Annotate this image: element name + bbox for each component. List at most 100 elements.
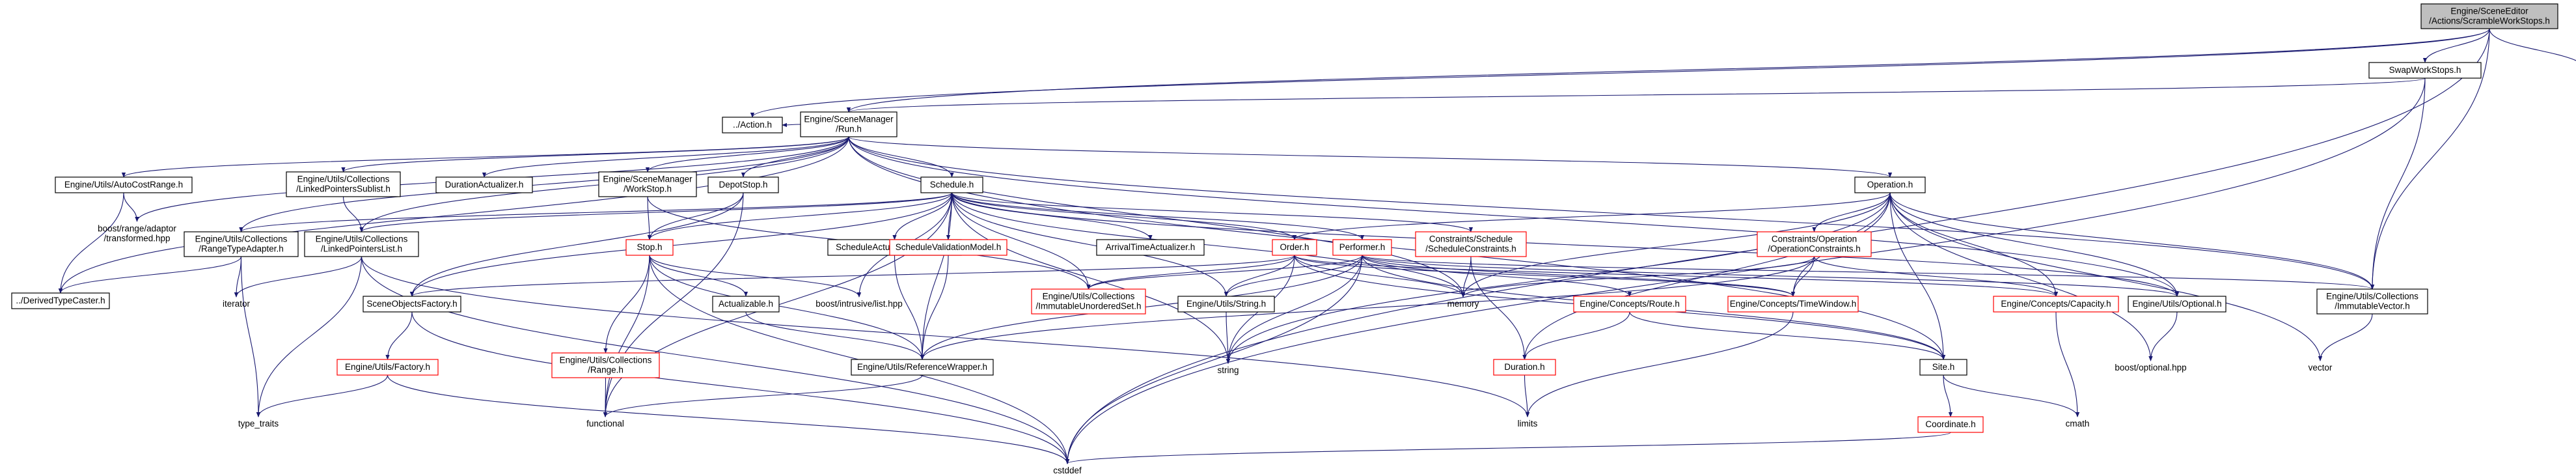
node-root[interactable]: Engine/SceneEditor/Actions/ScrambleWorkS… — [2420, 3, 2558, 29]
node-stop[interactable]: Stop.h — [625, 239, 674, 256]
node-box — [1727, 296, 1859, 313]
dependency-edge — [649, 255, 862, 298]
dependency-edge — [782, 122, 801, 128]
node-duration[interactable]: Duration.h — [1493, 359, 1556, 376]
node-route[interactable]: Engine/Concepts/Route.h — [1573, 296, 1686, 313]
node-coordinate[interactable]: Coordinate.h — [1917, 416, 1984, 433]
dependency-edge — [920, 256, 1815, 360]
node-label: vector — [2309, 363, 2333, 372]
node-run[interactable]: Engine/SceneManager/Run.h — [800, 111, 897, 137]
node-arrival[interactable]: ArrivalTimeActualizer.h — [1096, 239, 1205, 256]
dependency-edge — [951, 192, 1153, 240]
node-box — [1757, 231, 1872, 257]
node-label: boost/range/adaptor — [98, 224, 176, 234]
dependency-edge — [1294, 255, 1466, 298]
node-label: Engine/SceneEditor — [2450, 7, 2528, 16]
node-schedule[interactable]: Schedule.h — [920, 176, 983, 193]
node-label: cstddef — [1053, 466, 1082, 475]
node-operation[interactable]: Operation.h — [1854, 176, 1926, 193]
node-schedcons[interactable]: Constraints/Schedule/ScheduleConstraints… — [1415, 231, 1527, 257]
node-box — [889, 239, 1007, 256]
dependency-edge — [256, 374, 389, 417]
dependency-edge — [848, 136, 2180, 297]
node-label: Engine/Concepts/Route.h — [1580, 299, 1680, 309]
node-immvec[interactable]: Engine/Utils/Collections/ImmutableVector… — [2316, 288, 2428, 315]
node-site[interactable]: Site.h — [1919, 359, 1967, 376]
dependency-edge — [894, 255, 925, 360]
dependency-edge — [341, 136, 849, 173]
dependency-edge — [1943, 374, 2080, 417]
node-derived[interactable]: ../DerivedTypeCaster.h — [11, 292, 110, 309]
node-box — [363, 296, 461, 313]
node-box — [2420, 3, 2558, 29]
dependency-edge — [892, 192, 953, 240]
node-box — [551, 352, 660, 378]
dependency-edge — [649, 255, 748, 297]
node-label: ArrivalTimeActualizer.h — [1106, 242, 1196, 252]
node-label: Duration.h — [1504, 362, 1544, 372]
node-depot[interactable]: DepotStop.h — [707, 176, 779, 193]
dependency-edge — [741, 136, 849, 178]
dependency-edge — [603, 374, 923, 417]
node-label: Engine/Utils/Factory.h — [345, 362, 430, 372]
node-timewin[interactable]: Engine/Concepts/TimeWindow.h — [1727, 296, 1859, 313]
dependency-edge — [1813, 256, 2059, 297]
dependency-edge — [2148, 311, 2178, 361]
node-label: Engine/Utils/Optional.h — [2132, 299, 2221, 309]
node-actualizable[interactable]: Actualizable.h — [712, 296, 780, 313]
node-label: /ImmutableVector.h — [2335, 301, 2410, 311]
node-sof[interactable]: SceneObjectsFactory.h — [363, 296, 461, 313]
node-label: Constraints/Schedule — [1429, 234, 1513, 244]
node-label: Coordinate.h — [1925, 419, 1975, 429]
node-cstddef: cstddef — [1053, 466, 1082, 475]
dependency-edge — [647, 192, 744, 240]
node-box — [435, 176, 533, 193]
node-autocost[interactable]: Engine/Utils/AutoCostRange.h — [55, 176, 193, 193]
node-label: Engine/Concepts/TimeWindow.h — [1730, 299, 1857, 309]
node-workstop[interactable]: Engine/SceneManager/WorkStop.h — [598, 171, 697, 197]
dependency-edge — [1362, 255, 1796, 297]
dependency-edge — [123, 192, 139, 222]
node-performer[interactable]: Performer.h — [1332, 239, 1392, 256]
node-box — [1096, 239, 1205, 256]
dependency-edge — [239, 136, 849, 232]
dependency-edge — [1294, 255, 2058, 297]
node-schedval[interactable]: ScheduleValidationModel.h — [889, 239, 1007, 256]
dependency-edge — [1522, 192, 1891, 360]
node-lpsub[interactable]: Engine/Utils/Collections/LinkedPointersS… — [286, 171, 401, 197]
dependency-edge — [1226, 192, 1891, 364]
node-optional[interactable]: Engine/Utils/Optional.h — [2128, 296, 2227, 313]
dependency-edge — [1086, 255, 1363, 290]
node-swap[interactable]: SwapWorkStops.h — [2368, 62, 2482, 79]
node-urange[interactable]: Engine/Utils/Collections/Range.h — [551, 352, 660, 378]
node-duract[interactable]: DurationActualizer.h — [435, 176, 533, 193]
node-label: /LinkedPointersSublist.h — [296, 184, 391, 194]
node-factory[interactable]: Engine/Utils/Factory.h — [336, 359, 439, 376]
node-label: DurationActualizer.h — [445, 180, 524, 189]
node-label: limits — [1518, 419, 1538, 428]
node-ustring[interactable]: Engine/Utils/String.h — [1177, 296, 1275, 313]
node-vector: vector — [2309, 363, 2333, 372]
node-order[interactable]: Order.h — [1272, 239, 1317, 256]
node-label: Engine/Utils/String.h — [1186, 299, 1266, 309]
node-refwrap[interactable]: Engine/Utils/ReferenceWrapper.h — [851, 359, 994, 376]
node-box — [2368, 62, 2482, 79]
dependency-edge — [603, 255, 650, 354]
dependency-edge — [58, 136, 849, 294]
node-label: Engine/Utils/AutoCostRange.h — [64, 180, 183, 189]
dependency-edge — [951, 192, 1473, 232]
node-string: string — [1217, 365, 1239, 375]
node-lplist[interactable]: Engine/Utils/Collections/LinkedPointersL… — [304, 231, 419, 257]
node-label: Performer.h — [1339, 242, 1386, 252]
node-immset[interactable]: Engine/Utils/Collections/ImmutableUnorde… — [1031, 288, 1146, 315]
node-action[interactable]: ../Action.h — [722, 117, 783, 133]
node-label: Site.h — [1932, 362, 1955, 372]
node-opcons[interactable]: Constraints/Operation/OperationConstrain… — [1757, 231, 1872, 257]
dependency-edge — [58, 192, 124, 294]
dependency-edge — [750, 28, 2490, 118]
node-capacity[interactable]: Engine/Concepts/Capacity.h — [1993, 296, 2119, 313]
node-label: /ScheduleConstraints.h — [1425, 244, 1516, 254]
node-label: Operation.h — [1867, 180, 1913, 189]
node-rangetype[interactable]: Engine/Utils/Collections/RangeTypeAdapte… — [184, 231, 299, 257]
